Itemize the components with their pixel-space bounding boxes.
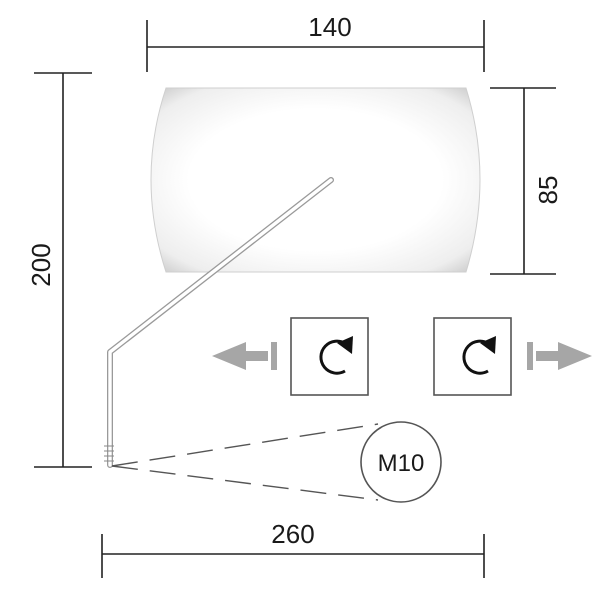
mirror-head — [150, 87, 481, 273]
arrow-left-icon — [212, 342, 277, 370]
rotate-right-control — [433, 317, 592, 396]
rotate-clockwise-icon — [319, 336, 353, 375]
rotate-left-control — [212, 317, 369, 396]
dimension-width-bottom-label: 260 — [271, 519, 314, 549]
dimension-width-top-label: 140 — [308, 12, 351, 42]
thread-size-circle — [360, 421, 442, 503]
rotate-left-box — [290, 317, 369, 396]
thread-size-label: M10 — [378, 450, 425, 477]
mirror-rod — [104, 177, 334, 468]
dimension-height-right-label: 85 — [533, 176, 563, 205]
rotate-right-box — [433, 317, 512, 396]
dimension-height-left-label: 200 — [26, 243, 56, 286]
dimension-top: 140 — [146, 12, 485, 72]
dimension-left: 200 — [26, 72, 92, 468]
thread-callout: M10 — [111, 421, 442, 503]
dimension-right: 85 — [490, 87, 563, 275]
arrow-right-icon — [527, 342, 592, 370]
dimension-bottom: 260 — [101, 519, 485, 578]
rotate-clockwise-icon — [462, 336, 496, 375]
